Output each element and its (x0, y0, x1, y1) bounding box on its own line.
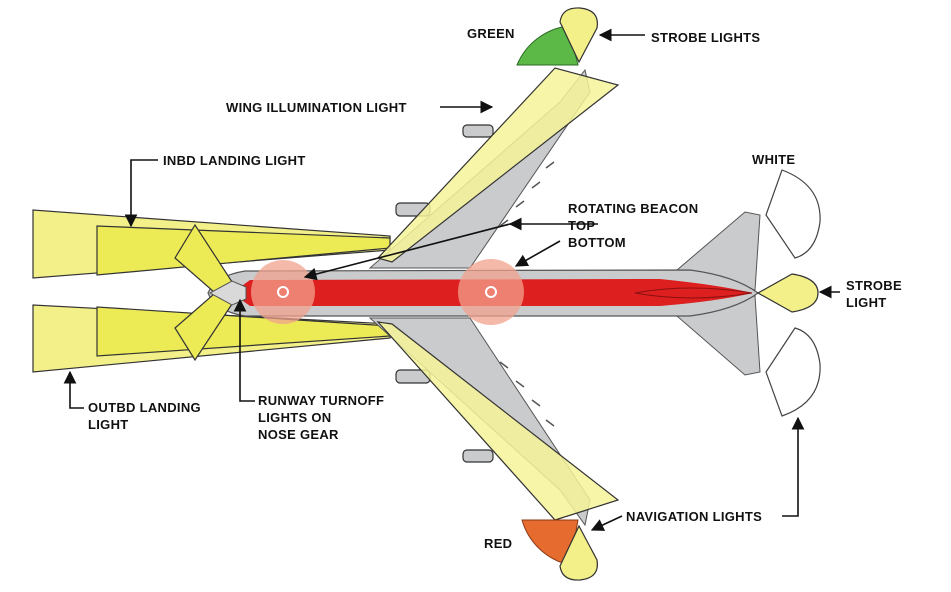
label-inbd-landing: INBD LANDING LIGHT (163, 153, 306, 168)
nav-light-white-upper (765, 169, 821, 259)
wing-illumination-beams (376, 67, 620, 521)
label-beacon-bottom: BOTTOM (568, 235, 626, 250)
nav-light-white-lower (765, 327, 821, 417)
label-red: RED (484, 536, 512, 551)
leader-beacon-bottom (514, 240, 561, 267)
label-runway-turnoff-line3: NOSE GEAR (258, 427, 339, 442)
leader-outbd-landing (63, 370, 84, 409)
leader-navigation-lights (782, 416, 805, 517)
strobe-lights (559, 7, 819, 581)
label-beacon-top: TOP (568, 218, 595, 233)
strobe-light-lower-wingtip (559, 524, 598, 581)
beacon-top-glow (458, 259, 524, 325)
beacon-top-ring (485, 286, 497, 298)
label-runway-turnoff-line1: RUNWAY TURNOFF (258, 393, 384, 408)
leader-inbd-landing (124, 159, 158, 228)
label-outbd-landing-line2: LIGHT (88, 417, 129, 432)
engine-lower-outer (462, 449, 494, 463)
label-strobe-lights: STROBE LIGHTS (651, 30, 760, 45)
strobe-light-upper-wingtip (559, 7, 598, 64)
labels: GREEN STROBE LIGHTS WING ILLUMINATION LI… (88, 26, 902, 551)
wing-illumination-beam-lower (376, 321, 620, 521)
strobe-light-tail (756, 273, 819, 313)
label-strobe-light-line2: LIGHT (846, 295, 887, 310)
flap-tracks-upper (499, 161, 555, 227)
rotating-beacons (251, 259, 524, 325)
label-wing-illumination: WING ILLUMINATION LIGHT (226, 100, 407, 115)
label-green: GREEN (467, 26, 515, 41)
leader-beacon-top-diag (303, 223, 511, 281)
landing-light-beams (32, 209, 391, 373)
flap-tracks-lower (499, 361, 555, 427)
label-navigation-lights: NAVIGATION LIGHTS (626, 509, 762, 524)
leader-runway-turnoff (233, 298, 255, 402)
leader-navigation-lights-red (590, 515, 623, 531)
engine-upper-outer (462, 124, 494, 138)
fuselage-tail-line (634, 287, 753, 299)
leader-lines (63, 28, 840, 531)
label-strobe-light-line1: STROBE (846, 278, 902, 293)
wing-illumination-beam-upper (376, 67, 620, 263)
label-white: WHITE (752, 152, 795, 167)
beacon-bottom-ring (277, 286, 289, 298)
label-runway-turnoff-line2: LIGHTS ON (258, 410, 331, 425)
beacon-bottom-glow (251, 260, 315, 324)
label-rotating-beacon: ROTATING BEACON (568, 201, 698, 216)
navigation-lights (516, 25, 821, 566)
label-outbd-landing-line1: OUTBD LANDING (88, 400, 201, 415)
